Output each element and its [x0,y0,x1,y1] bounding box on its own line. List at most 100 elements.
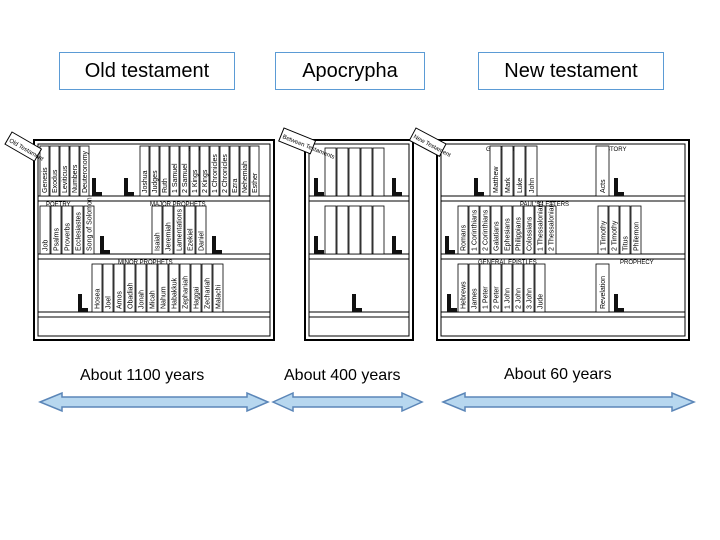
gospels-book-spine [525,145,538,197]
law-book-spine [39,145,50,197]
pauls-letters-bookend [445,236,455,254]
law-book-title: Numbers [72,164,79,193]
gospels-bookend [474,178,484,196]
history-book-title: 1 Chronicles [212,154,219,193]
apocrypha-book-spine [336,147,349,197]
bookcase-inner-frame [308,143,410,337]
paul-letters-book-spine [512,205,524,255]
paul-letters-book-title: Philippians [516,217,523,251]
general-epistles-book-title: 3 John [527,288,534,309]
poetry-book-title: Job [43,240,50,251]
apocrypha-bookend [392,178,402,196]
minor-prophets-book-spine [91,263,103,313]
apocrypha-span: About 400 years [284,367,401,384]
apocrypha-book-spine [324,205,337,255]
new-testament-label: New testament [478,52,664,90]
paul-letters-pastoral-book-title: Philemon [634,222,641,251]
general-epistles-section-label: GENERAL EPISTLES [478,260,537,266]
gospels-book-title: Mark [505,177,512,193]
minor-prophets-book-spine [146,263,158,313]
paul-letters-book-spine [457,205,469,255]
minor-prophets-bookend [78,294,88,312]
minor-prophets-book-title: Micah [150,290,157,309]
shelf-board [440,311,686,318]
apocrypha-span-arrow [271,391,424,413]
history-book-spine [169,145,180,197]
law-book-spine [79,145,90,197]
paul-letters-pastoral-book-spine [619,205,631,255]
acts-bookend [614,178,624,196]
general-epistles-book-spine [457,263,469,313]
general-epistles-book-spine [501,263,513,313]
gospels-book-spine [513,145,526,197]
general-epistles-book-title: Hebrews [461,281,468,309]
major-prophets-section-label: MAJOR PROPHETS [150,202,206,208]
law-book-spine [59,145,70,197]
gospels-book-title: John [529,178,536,193]
revelation-book-title: Revelation [600,276,607,309]
history-book-title: Ruth [162,178,169,193]
minor-prophets-book-spine [201,263,213,313]
law-book-title: Leviticus [62,165,69,193]
shelf-board [440,195,686,202]
minor-prophets-book-title: Nahum [161,286,168,309]
history-book-title: 2 Samuel [182,163,189,193]
paul-letters-book-spine [479,205,491,255]
shelf-board [440,253,686,260]
major-prophets-book-spine [151,205,163,255]
law-bookend [92,178,102,196]
general-epistles-book-spine [523,263,535,313]
poetry-book-title: Ecclesiastes [76,212,83,251]
minor-prophets-book-title: Jonah [139,290,146,309]
old-testament-span: About 1100 years [80,367,205,384]
apocrypha-bookend [392,236,402,254]
minor-prophets-book-spine [157,263,169,313]
history-book-title: Nehemiah [242,161,249,193]
poetry-book-title: Proverbs [65,222,72,251]
general-epistles-book-spine [479,263,491,313]
apocrypha-book-spine [348,205,361,255]
nt-history-section-label: HISTORY [600,147,626,153]
history-book-spine [159,145,170,197]
paul-letters-book-title: 1 Corinthians [472,209,479,251]
pauls-letters-section-label: PAUL'S LETTERS [520,202,569,208]
poetry-book-spine [72,205,84,255]
major-prophets-book-title: Isaiah [155,232,162,251]
apocrypha-book-spine [360,147,373,197]
general-epistles-book-title: 2 Peter [494,286,501,309]
minor-prophets-book-spine [168,263,180,313]
history-book-title: 2 Kings [202,169,209,193]
minor-prophets-book-spine [135,263,147,313]
paul-letters-pastoral-book-title: 2 Timothy [612,220,619,251]
general-epistles-book-title: 2 John [516,288,523,309]
paul-letters-book-spine [490,205,502,255]
minor-prophets-book-title: Haggai [194,286,201,309]
minor-prophets-book-title: Hosea [95,289,102,309]
minor-prophets-section-label: MINOR PROPHETS [118,260,173,266]
history-book-title: 1 Samuel [172,163,179,193]
law-book-title: Deuteronomy [82,150,89,193]
prophecy-section-label: PROPHECY [620,260,654,266]
general-epistles-book-spine [468,263,480,313]
major-prophets-book-spine [184,205,196,255]
major-prophets-book-spine [173,205,185,255]
poetry-book-spine [83,205,95,255]
major-prophets-bookend [212,236,222,254]
minor-prophets-book-spine [113,263,125,313]
history-book-title: Ezra [232,179,239,194]
history-book-spine [249,145,260,197]
history-book-spine [219,145,230,197]
history-book-spine [179,145,190,197]
history-book-spine [239,145,250,197]
apocrypha-book-spine [372,147,385,197]
poetry-section-label: POETRY [46,202,71,208]
general-epistles-book-spine [490,263,502,313]
paul-letters-book-spine [501,205,513,255]
paul-letters-book-title: 1 Thessalonians [538,200,545,251]
paul-letters-book-title: 2 Corinthians [483,209,490,251]
history-book-spine [189,145,200,197]
major-prophets-book-title: Ezekiel [188,228,195,251]
apocrypha-book-spine [324,147,337,197]
